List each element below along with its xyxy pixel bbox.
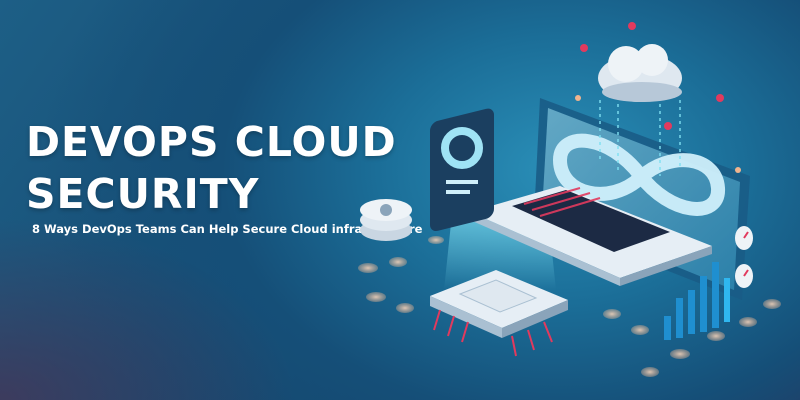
cloud-icon	[598, 44, 682, 102]
infinity-icon	[552, 133, 725, 216]
subtitle: 8 Ways DevOps Teams Can Help Secure Clou…	[32, 222, 423, 236]
bar-chart-icon	[664, 262, 730, 340]
laptop	[470, 186, 712, 286]
data-streams	[599, 100, 681, 176]
keyboard	[512, 190, 670, 252]
chip-icon	[430, 270, 568, 357]
gear-icon	[360, 199, 412, 241]
headline-line-2: SECURITY	[26, 170, 260, 218]
pin-icon	[575, 22, 741, 173]
floor-dots	[358, 210, 781, 377]
headline: DEVOPS CLOUD SECURITY	[26, 116, 397, 220]
gauge-icon	[735, 226, 753, 288]
phone-device	[430, 108, 494, 232]
headline-line-1: DEVOPS CLOUD	[26, 118, 397, 166]
